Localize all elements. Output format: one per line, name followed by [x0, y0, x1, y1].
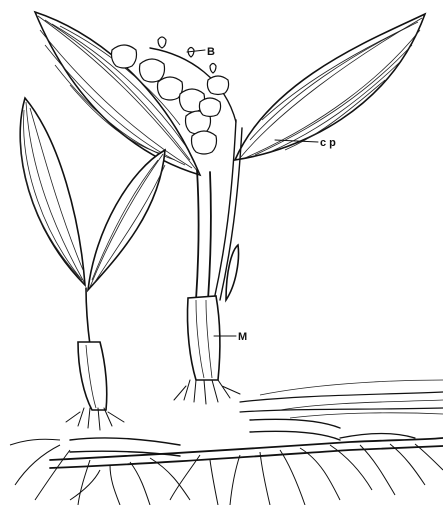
label-bud: B	[207, 46, 215, 58]
rhizome	[50, 380, 443, 468]
small-leaf-left	[20, 98, 85, 285]
stem-sheath	[187, 245, 238, 380]
small-plant-stem	[78, 288, 107, 410]
small-leaf-right	[88, 150, 165, 290]
label-leaf: c p	[320, 137, 336, 149]
label-stem-base: M	[238, 331, 247, 343]
